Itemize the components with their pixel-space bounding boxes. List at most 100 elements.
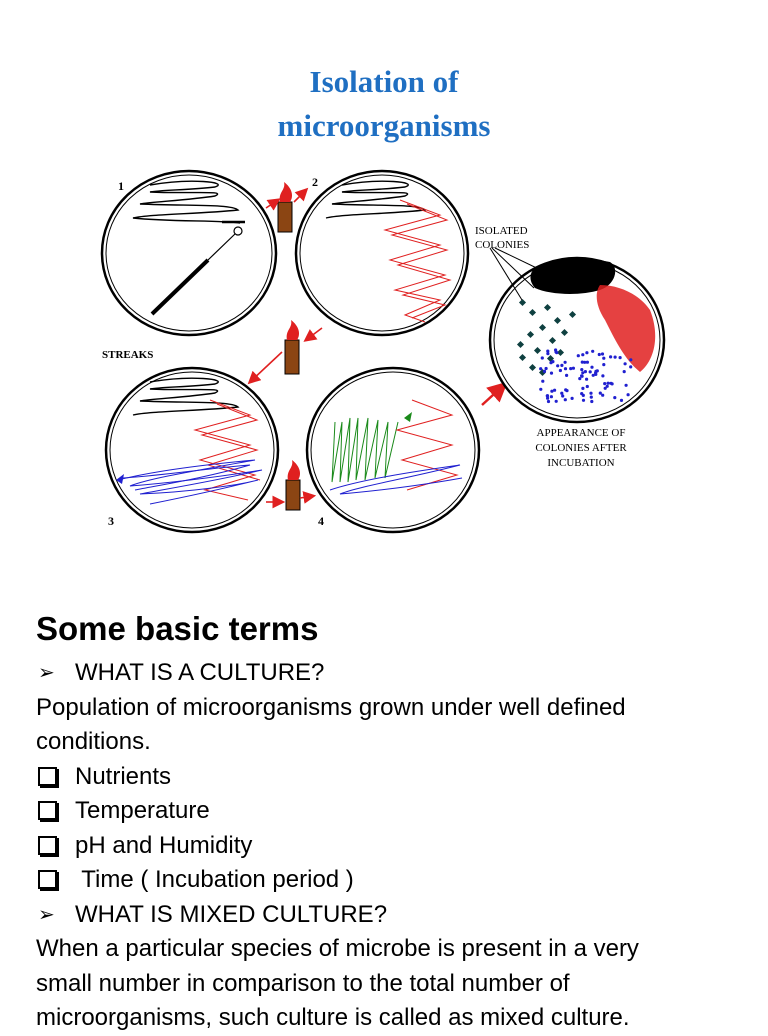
colony-dot xyxy=(539,387,543,391)
colony-dot xyxy=(576,354,580,358)
content: Some basic terms ➢ WHAT IS A CULTURE? Po… xyxy=(36,604,736,1036)
colony-dot xyxy=(546,352,550,356)
colony-dot xyxy=(594,372,598,376)
colony-dot xyxy=(606,381,610,385)
colony-dot xyxy=(558,368,563,373)
condition-item: Nutrients xyxy=(36,760,736,795)
process-arrows xyxy=(247,187,508,509)
streak-lines-2 xyxy=(383,199,452,323)
streak-lines-3-blue xyxy=(117,459,263,505)
colony-dot xyxy=(590,365,594,369)
colony-dot xyxy=(551,360,555,364)
petri-plate-4 xyxy=(305,366,481,534)
colony-dot xyxy=(569,367,573,371)
streaks-label: STREAKS xyxy=(102,349,153,361)
condition-item: Time ( Incubation period ) xyxy=(36,863,736,898)
arrow-bullet-icon: ➢ xyxy=(38,662,55,684)
plate-number-4: 4 xyxy=(318,514,324,528)
colony-dot xyxy=(554,399,558,403)
colony-dot xyxy=(563,367,568,371)
colony-dot xyxy=(565,373,569,377)
isolated-label-line-2: COLONIES xyxy=(475,239,529,251)
bunsen-burner-2 xyxy=(284,320,300,375)
colony-dot xyxy=(564,388,568,392)
question-mixed-culture: ➢ WHAT IS MIXED CULTURE? xyxy=(36,898,736,933)
colony-dot xyxy=(581,353,585,357)
colony-dot xyxy=(581,386,585,390)
colony-dot xyxy=(533,346,542,355)
colony-dot xyxy=(589,391,593,395)
condition-item: pH and Humidity xyxy=(36,829,736,864)
colony-dot xyxy=(589,395,593,399)
inoculating-loop xyxy=(150,226,243,316)
colony-dot xyxy=(581,393,585,397)
colony-dot xyxy=(591,373,595,377)
petri-plate-1 xyxy=(100,169,278,337)
colony-dot xyxy=(563,398,567,402)
question-culture-text: WHAT IS A CULTURE? xyxy=(75,659,325,686)
colony-dot xyxy=(546,349,550,353)
colony-dot xyxy=(605,384,609,388)
incubated-plate xyxy=(488,247,666,424)
colony-dot xyxy=(538,323,547,332)
colony-dot xyxy=(580,360,584,364)
bunsen-burner-3 xyxy=(285,460,301,511)
checkbox-bullet-icon xyxy=(38,760,57,795)
paragraph-1-line-2: conditions. xyxy=(36,728,151,755)
colony-dot xyxy=(602,356,606,360)
colony-dot xyxy=(585,377,589,381)
colony-dot xyxy=(556,364,560,368)
petri-plate-2 xyxy=(294,169,470,337)
colony-dot xyxy=(518,298,527,307)
colony-dot xyxy=(543,303,552,312)
colony-dot xyxy=(546,396,550,400)
colony-dot xyxy=(603,382,607,386)
checkbox-bullet-icon xyxy=(38,829,57,864)
checkbox-bullet-icon xyxy=(38,863,57,898)
colony-dot xyxy=(571,366,576,370)
colony-dot xyxy=(600,352,605,356)
colony-dot xyxy=(546,399,551,404)
colony-dot xyxy=(570,396,574,400)
colony-dot xyxy=(613,396,617,400)
isolated-colonies-dark xyxy=(516,298,577,377)
colony-dot xyxy=(556,348,565,357)
isolated-label-line-1: ISOLATED xyxy=(475,225,528,237)
streak-lines-4-green xyxy=(331,417,399,483)
colony-dot xyxy=(624,383,628,387)
title-line-1: Isolation of xyxy=(309,64,459,99)
streak-lines-4-blue xyxy=(329,464,463,495)
colony-dot xyxy=(561,394,565,398)
colony-dot xyxy=(585,351,589,355)
plate-number-3: 3 xyxy=(108,514,114,528)
paragraph-2-line-3: microorganisms, such culture is called a… xyxy=(36,1004,630,1031)
colony-dot xyxy=(549,395,554,399)
caption-line-1: APPEARANCE OF xyxy=(537,427,626,439)
colony-dot xyxy=(588,370,592,374)
colony-dot xyxy=(629,358,633,362)
colony-dot xyxy=(580,368,584,372)
plate-number-1: 1 xyxy=(118,179,124,193)
colony-dot xyxy=(601,374,605,378)
colony-dot xyxy=(618,356,622,360)
colony-dot xyxy=(609,355,613,359)
streak-plate-diagram: 1 2 3 4 STREAKS ISOLATED COLONIES APPEAR… xyxy=(100,169,666,534)
colony-dot xyxy=(609,381,613,385)
streak-lines-1 xyxy=(132,180,241,224)
colony-dot xyxy=(622,370,626,374)
plate-number-2: 2 xyxy=(312,175,318,189)
colony-dot xyxy=(585,384,589,389)
colony-dot xyxy=(516,340,525,349)
colony-dot xyxy=(553,388,557,392)
colony-dot xyxy=(528,363,537,372)
colony-dot xyxy=(553,316,562,325)
isolated-colonies-blue xyxy=(539,348,633,404)
colony-dot xyxy=(619,398,624,402)
colony-dot xyxy=(602,363,606,367)
condition-text: Nutrients xyxy=(75,762,172,790)
pointer-lines xyxy=(489,247,546,301)
confluent-growth-black xyxy=(530,258,616,294)
colony-dot xyxy=(526,330,535,339)
colony-dot xyxy=(597,352,601,357)
colony-dot xyxy=(550,389,554,393)
